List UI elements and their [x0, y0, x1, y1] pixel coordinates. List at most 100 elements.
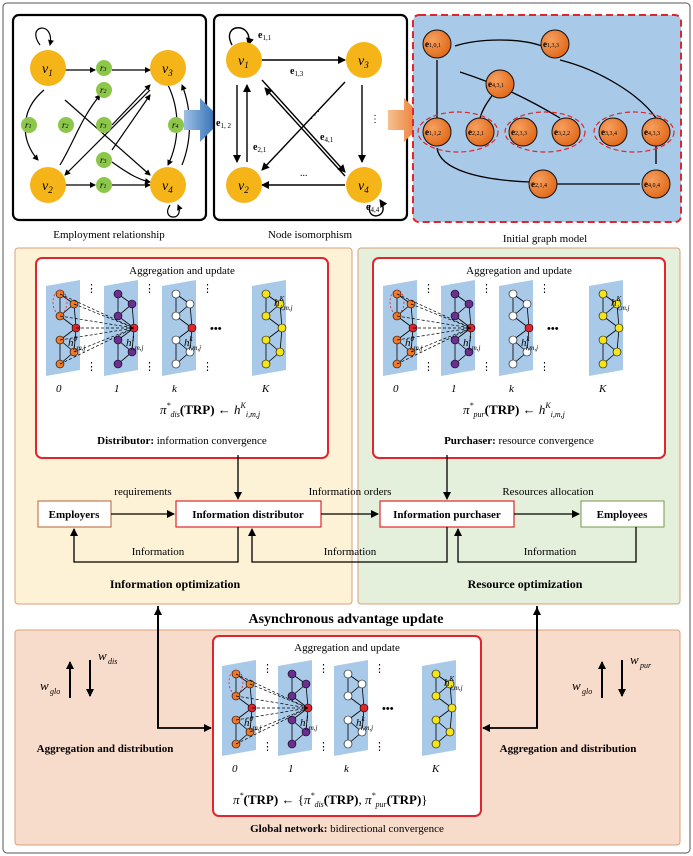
w-pur-right: w: [630, 652, 639, 667]
info-purchaser-label: Information purchaser: [393, 509, 501, 521]
gnn-node: [431, 669, 441, 679]
gnn-node: [522, 299, 532, 309]
gnn-node: [508, 311, 518, 321]
svg-text:v3: v3: [358, 54, 369, 70]
gnn-node: [343, 715, 353, 725]
gnn-node: [277, 323, 287, 333]
gnn-node: [508, 335, 518, 345]
vertical-dots: ⋮: [481, 361, 492, 373]
gnn-node: [598, 335, 608, 345]
employees-label: Employees: [597, 509, 648, 521]
distributor-caption: Distributor: information convergence: [97, 435, 267, 447]
node-label-v3: v3: [162, 62, 173, 78]
svg-text:e1,1,2: e1,1,2: [425, 127, 441, 137]
horizontal-dots: •••: [382, 703, 394, 715]
svg-text:v2: v2: [238, 179, 249, 195]
vertical-dots: ⋮: [262, 663, 273, 675]
purchaser-gnn-title: Aggregation and update: [466, 265, 572, 277]
requirements-label: requirements: [114, 486, 171, 498]
employment-graph: v1 v3 v2 v4 r3 r2 r3 r3 r1 r1 r2 r4 Empl…: [11, 13, 208, 241]
gnn-node: [343, 669, 353, 679]
vertical-dots: ⋮: [374, 741, 385, 753]
vertical-dots: ⋮: [144, 361, 155, 373]
gnn-node: [171, 359, 181, 369]
layer-label: 0: [56, 383, 62, 395]
svg-text:e3,2,2: e3,2,2: [554, 127, 570, 137]
employers-label: Employers: [49, 509, 100, 521]
vertical-dots: ⋮: [86, 283, 97, 295]
svg-text:glo: glo: [50, 687, 60, 696]
layer-label: k: [344, 763, 350, 775]
svg-text:r2: r2: [100, 85, 107, 95]
orange-arrow-icon: [388, 98, 426, 142]
v-node: [30, 167, 66, 203]
gnn-node: [343, 739, 353, 749]
gnn-node: [287, 669, 297, 679]
employers-box: [37, 500, 112, 528]
graph-node: [422, 29, 671, 199]
gnn-node: [187, 323, 197, 333]
layer-label: K: [598, 383, 607, 395]
gnn-node: [598, 289, 608, 299]
vertical-dots: ⋮: [481, 283, 492, 295]
gnn-node: [185, 347, 195, 357]
gnn-node: [612, 347, 622, 357]
agg-dist-right: Aggregation and distribution: [500, 743, 637, 755]
info-distributor-label: Information distributor: [192, 509, 304, 521]
w-arrows-right: w glo w pur: [572, 652, 652, 698]
v-node: [150, 50, 186, 86]
gnn-node: [171, 289, 181, 299]
gnn-node: [113, 311, 123, 321]
vertical-dots: ⋮: [374, 663, 385, 675]
gnn-node: [431, 691, 441, 701]
global-caption: Global network: bidirectional convergenc…: [250, 823, 444, 835]
initial-graph: e1,0,1 e1,3,3 e4,3,1 e1,1,2 e2,2,1 e2,3,…: [412, 14, 682, 245]
gnn-node: [275, 299, 285, 309]
gnn-node: [261, 359, 271, 369]
gnn-node: [287, 715, 297, 725]
node-label-v4: v4: [162, 179, 173, 195]
svg-text:r1: r1: [25, 120, 32, 130]
gnn-node: [445, 727, 455, 737]
information-label-1: Information: [132, 546, 185, 558]
gnn-node: [343, 691, 353, 701]
layer-label: K: [431, 763, 440, 775]
svg-text:r3: r3: [100, 155, 107, 165]
w-dis-left: w: [98, 648, 107, 663]
vertical-dots: ⋮: [423, 283, 434, 295]
node-label-v2: v2: [42, 179, 53, 195]
vertical-dots: ⋮: [144, 283, 155, 295]
caption-initial: Initial graph model: [503, 233, 587, 245]
svg-text:e4,3,3: e4,3,3: [644, 127, 660, 137]
gnn-node: [171, 311, 181, 321]
gnn-node: [450, 359, 460, 369]
node-label-v1: v1: [42, 62, 53, 78]
gnn-node: [287, 691, 297, 701]
gnn-node: [431, 715, 441, 725]
agg-dist-left: Aggregation and distribution: [37, 743, 174, 755]
svg-text:pur: pur: [639, 661, 652, 670]
caption-employment: Employment relationship: [53, 229, 165, 241]
gnn-node: [127, 347, 137, 357]
gnn-node: [614, 323, 624, 333]
vertical-dots: ⋮: [539, 361, 550, 373]
svg-text:e2,3,3: e2,3,3: [511, 127, 527, 137]
global-gnn-title: Aggregation and update: [294, 642, 400, 654]
gnn-node: [359, 703, 369, 713]
vertical-dots: ⋮: [262, 741, 273, 753]
gnn-node: [357, 727, 367, 737]
svg-text:e1,3,3: e1,3,3: [543, 39, 559, 49]
gnn-node: [598, 359, 608, 369]
vertical-dots: ⋮: [423, 361, 434, 373]
distributor-gnn-title: Aggregation and update: [129, 265, 235, 277]
gnn-node: [275, 347, 285, 357]
connector-arrows: [154, 606, 541, 732]
svg-text:r4: r4: [172, 120, 179, 130]
layer-label: k: [509, 383, 515, 395]
purchaser-caption: Purchaser: resource convergence: [444, 435, 594, 447]
layer-label: 0: [393, 383, 399, 395]
gnn-node: [287, 739, 297, 749]
svg-text:v4: v4: [358, 179, 369, 195]
